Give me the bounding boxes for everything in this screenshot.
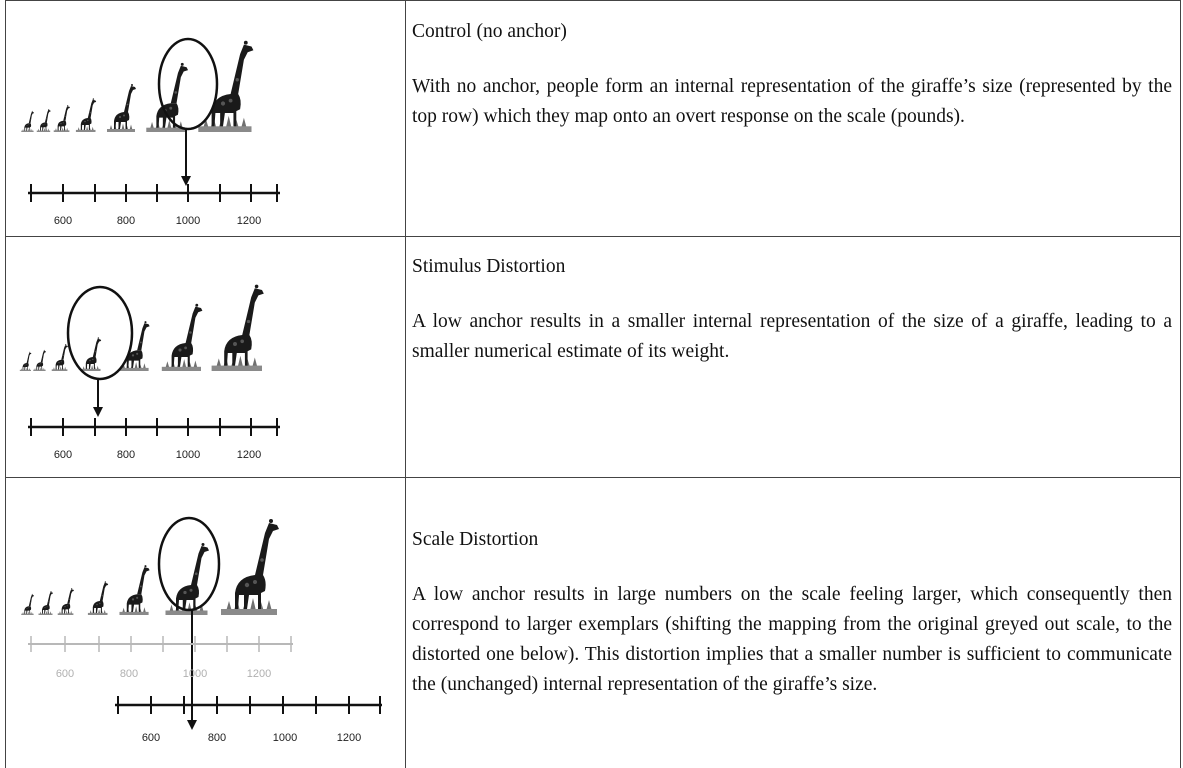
scale-label: 1200 [237,449,261,461]
row-divider-2 [5,477,1180,478]
distorted-scale [115,696,382,714]
row-2-figure: 600 800 1000 1200 [19,284,280,461]
giraffe-size-1 [21,110,35,132]
row-1-giraffe-row [21,40,254,132]
scale-label: 600 [54,449,72,461]
selection-ellipse [157,37,219,131]
row-1-caption: Control (no anchor) [412,21,567,42]
giraffe-size-1 [19,351,32,371]
row-3-caption: Scale Distortion [412,529,539,550]
giraffe-size-5 [119,565,150,615]
giraffe-size-2 [33,349,47,371]
original-greyed-scale [28,636,293,652]
giraffe-size-3 [57,588,74,615]
row-2-caption: Stimulus Distortion [412,256,566,277]
scale-label: 600 [54,215,72,227]
table-right-border [1180,0,1181,768]
row-3-description: A low anchor results in large numbers on… [412,584,1172,695]
row-2-giraffe-row [19,284,264,371]
giraffe-size-6 [161,303,203,371]
row-3-figure: 600 800 1000 1200 600 800 1000 1200 [21,516,382,744]
table-top-border [5,0,1180,1]
row-1-description: With no anchor, people form an internal … [412,76,1172,127]
row-3-giraffe-row [21,519,279,615]
response-scale [28,418,280,436]
giraffe-size-7 [211,284,264,371]
row-2-description: A low anchor results in a smaller intern… [412,311,1172,362]
arrow-head [181,176,191,186]
row-2-text-cell: Stimulus Distortion A low anchor results… [412,252,1172,367]
row-divider-1 [5,236,1180,237]
giraffe-size-4 [87,581,109,615]
distorted-scale-label: 1000 [273,732,297,744]
giraffe-size-1 [21,593,35,615]
row-3-text-cell: Scale Distortion A low anchor results in… [412,525,1172,700]
arrow-head [187,720,197,730]
original-scale-label: 1200 [247,668,271,680]
scale-label: 1000 [176,449,200,461]
table-left-border [5,0,6,768]
row-1-text-cell: Control (no anchor) With no anchor, peop… [412,17,1172,132]
giraffe-size-2 [38,591,53,615]
selection-ellipse [157,516,221,612]
giraffe-size-6 [146,62,189,132]
scale-label: 1200 [237,215,261,227]
original-scale-label: 800 [120,668,138,680]
distorted-scale-label: 800 [208,732,226,744]
distorted-scale-label: 600 [142,732,160,744]
scale-label: 800 [117,449,135,461]
original-scale-label: 600 [56,668,74,680]
arrow-head [93,407,103,417]
giraffe-size-2 [36,108,51,132]
scale-label: 1000 [176,215,200,227]
original-scale-label: 1000 [183,668,207,680]
giraffe-size-3 [53,105,70,132]
giraffe-size-4 [75,98,97,132]
giraffe-size-5 [107,84,136,132]
selection-ellipse [66,285,134,381]
distorted-scale-label: 1200 [337,732,361,744]
row-1-figure: 600 800 1000 1200 [21,37,280,227]
giraffe-size-4 [80,337,102,371]
scale-label: 800 [117,215,135,227]
response-scale [28,184,280,202]
giraffe-size-7 [221,519,279,615]
column-divider [405,0,406,768]
giraffe-size-3 [51,344,68,371]
